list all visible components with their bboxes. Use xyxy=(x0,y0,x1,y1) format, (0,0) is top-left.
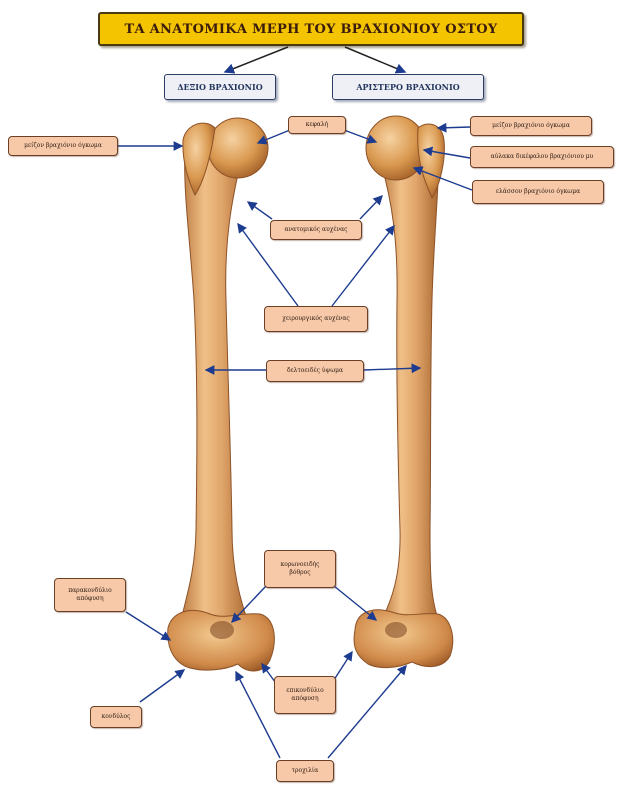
label-lateral-epicondyle: παρακονδύλιο απόφυση xyxy=(54,578,126,612)
right-humerus-bone xyxy=(168,118,275,671)
right-humerus-shaft xyxy=(180,150,250,628)
label-coronoid-fossa: κορωνοειδής βόθρος xyxy=(264,550,336,588)
right-humerus-fossa xyxy=(210,621,234,639)
label-intertubercular-groove: αύλακα δικέφαλου βραχιόνιου μυ xyxy=(470,146,614,168)
left-humerus-head xyxy=(366,116,426,180)
label-trochlea: τροχιλία xyxy=(276,760,334,782)
label-greater-tubercle-left: μείζον βραχιόνιο όγκωμα xyxy=(470,116,592,136)
title-connectors xyxy=(225,47,405,72)
left-humerus-distal-end xyxy=(354,610,453,668)
label-head: κεφαλή xyxy=(288,116,346,134)
left-humerus-shaft xyxy=(380,150,440,624)
label-capitulum: κονδύλος xyxy=(90,706,142,728)
right-humerus-distal-end xyxy=(168,610,275,671)
label-lesser-tubercle: ελάσσον βραχιόνιο όγκωμα xyxy=(472,180,604,204)
left-humerus-fossa xyxy=(385,622,407,638)
label-surgical-neck: χειρουργικός αυχένας xyxy=(264,306,368,332)
label-deltoid-tuberosity: δελτοειδές ύψωμα xyxy=(266,360,364,382)
left-humerus-header: ΑΡΙΣΤΕΡΟ ΒΡΑΧΙΟΝΙΟ xyxy=(332,74,484,100)
left-humerus-bone xyxy=(354,116,453,668)
right-humerus-header: ΔΕΞΙΟ ΒΡΑΧΙΟΝΙΟ xyxy=(164,74,276,100)
label-medial-epicondyle: επικονδύλιο απόφυση xyxy=(274,676,336,714)
label-anatomical-neck: ανατομικός αυχένας xyxy=(270,220,362,240)
diagram-title: ΤΑ ΑΝΑΤΟΜΙΚΑ ΜΕΡΗ ΤΟΥ ΒΡΑΧΙΟΝΙΟΥ ΟΣΤΟΥ xyxy=(98,12,524,46)
right-humerus-head xyxy=(208,118,268,178)
label-greater-tubercle-right: μείζον βραχιόνιο όγκωμα xyxy=(8,136,118,156)
